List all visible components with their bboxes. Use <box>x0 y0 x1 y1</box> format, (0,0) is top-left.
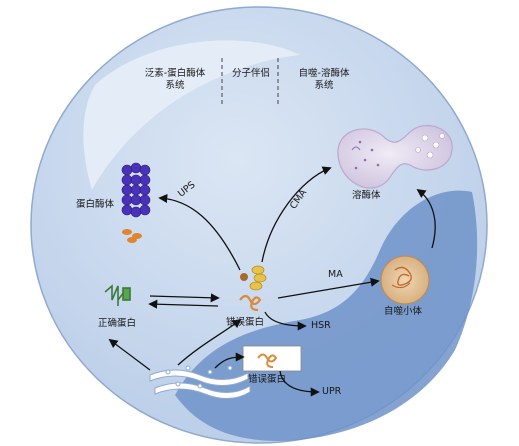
misfolded-protein-icon <box>239 294 262 312</box>
nucleus-region <box>175 190 478 441</box>
er-membrane-icon <box>149 365 251 399</box>
label-proteasome: 蛋白酶体 <box>76 199 115 210</box>
peptide-fragments-icon <box>122 229 142 243</box>
label-ma: MA <box>328 269 343 280</box>
header-alp-line1: 自噬-溶酶体 <box>298 68 350 79</box>
header-ups-line2: 系统 <box>165 79 185 91</box>
header-chaperone: 分子伴侣 <box>231 68 270 79</box>
label-misfolded-protein: 错误蛋白 <box>226 317 265 328</box>
label-correct-protein: 正确蛋白 <box>98 318 137 329</box>
arrow-er-to-misfolded <box>177 318 242 366</box>
arrow-cma <box>261 166 332 263</box>
arrow-hsr <box>264 311 307 331</box>
label-lysosome: 溶酶体 <box>352 190 381 201</box>
label-upr: UPR <box>322 386 342 397</box>
correct-protein-icon <box>104 284 131 306</box>
arrow-ma <box>277 277 380 299</box>
chaperone-icon <box>240 265 267 291</box>
label-er-misfolded-protein: 错误蛋白 <box>248 374 287 385</box>
label-hsr: HSR <box>311 320 331 331</box>
lysosome-icon <box>337 124 453 189</box>
er-misfolded-protein-icon <box>257 353 278 368</box>
header-ups: 泛素-蛋白酶体 系统 <box>132 68 218 92</box>
header-alp-line2: 系统 <box>314 79 334 91</box>
header-ups-line1: 泛素-蛋白酶体 <box>144 68 206 79</box>
arrow-upr <box>279 370 320 397</box>
arrow-er-to-correct <box>108 338 151 371</box>
arrow-ups <box>158 193 241 271</box>
arrow-er-to-box <box>214 352 245 369</box>
arrow-misfolded-to-correct <box>148 299 219 309</box>
arrows <box>108 166 436 397</box>
arrow-autophagosome-lysosome <box>416 188 436 249</box>
header-alp: 自噬-溶酶体 系统 <box>282 68 366 92</box>
label-autophagosome: 自噬小体 <box>384 306 423 317</box>
autophagosome-icon <box>380 255 430 305</box>
arrow-correct-to-misfolded <box>149 293 220 303</box>
proteasome-icon <box>121 162 151 218</box>
